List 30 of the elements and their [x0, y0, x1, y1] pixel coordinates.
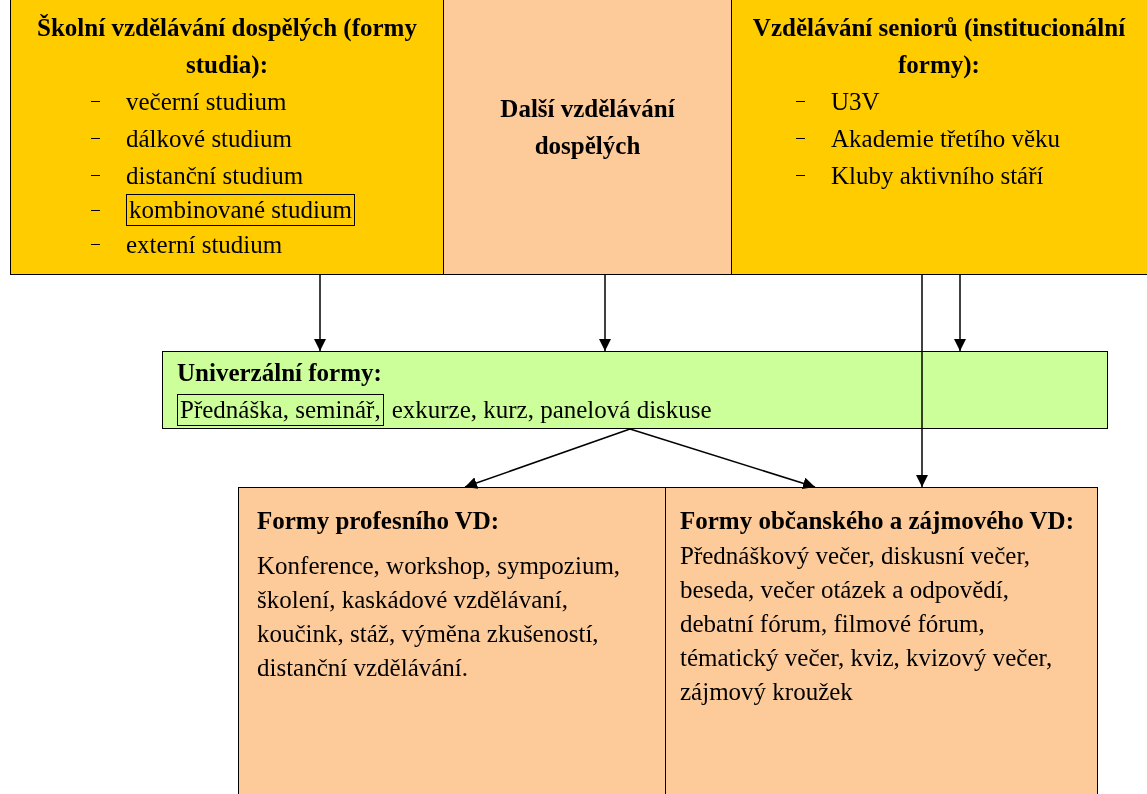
text-box	[665, 487, 1098, 794]
heading: Formy občanského a zájmového VD:	[680, 506, 1075, 536]
text-box	[162, 351, 1108, 429]
heading: Univerzální formy:	[177, 358, 383, 388]
list-item: Kluby aktivního stáří	[831, 161, 1044, 191]
body-text: exkurze, kurz, panelová diskuse	[391, 396, 712, 423]
heading: Vzdělávání seniorů (institucionální formy):	[751, 13, 1127, 81]
arrow	[954, 274, 966, 352]
list-item: externí studium	[126, 230, 283, 260]
body-text: Přednáškový večer, diskusní večer, beseda, večer otázek a odpovědí, debatní fórum, filmové fórum, tématický večer, kviz, kvizový večer, zájmový kroužek	[680, 541, 1054, 707]
heading: Školní vzdělávání dospělých (formy studia):	[36, 13, 418, 81]
framed-text: kombinované studium	[126, 194, 355, 226]
body-text: Konference, workshop, sympozium, školení, kaskádové vzdělávaní, koučink, stáž, výměna zkušeností, distanční vzdělávání.	[257, 551, 622, 683]
arrow	[464, 428, 631, 489]
arrow	[629, 428, 816, 490]
text-box	[443, 0, 732, 275]
heading: Další vzdělávání dospělých	[499, 93, 676, 161]
arrow	[916, 274, 928, 488]
list-item: dálkové studium	[126, 124, 292, 154]
list-item: distanční studium	[126, 161, 304, 191]
list-item: večerní studium	[126, 87, 287, 117]
arrow	[599, 274, 611, 352]
arrow	[314, 274, 326, 352]
list-item: U3V	[831, 87, 880, 117]
heading: Formy profesního VD:	[257, 506, 501, 536]
text-box	[10, 0, 444, 275]
list-item: Akademie třetího věku	[831, 124, 1061, 154]
text-box	[238, 487, 666, 794]
text-box	[731, 0, 1147, 275]
framed-text: Přednáška, seminář,	[177, 394, 384, 426]
